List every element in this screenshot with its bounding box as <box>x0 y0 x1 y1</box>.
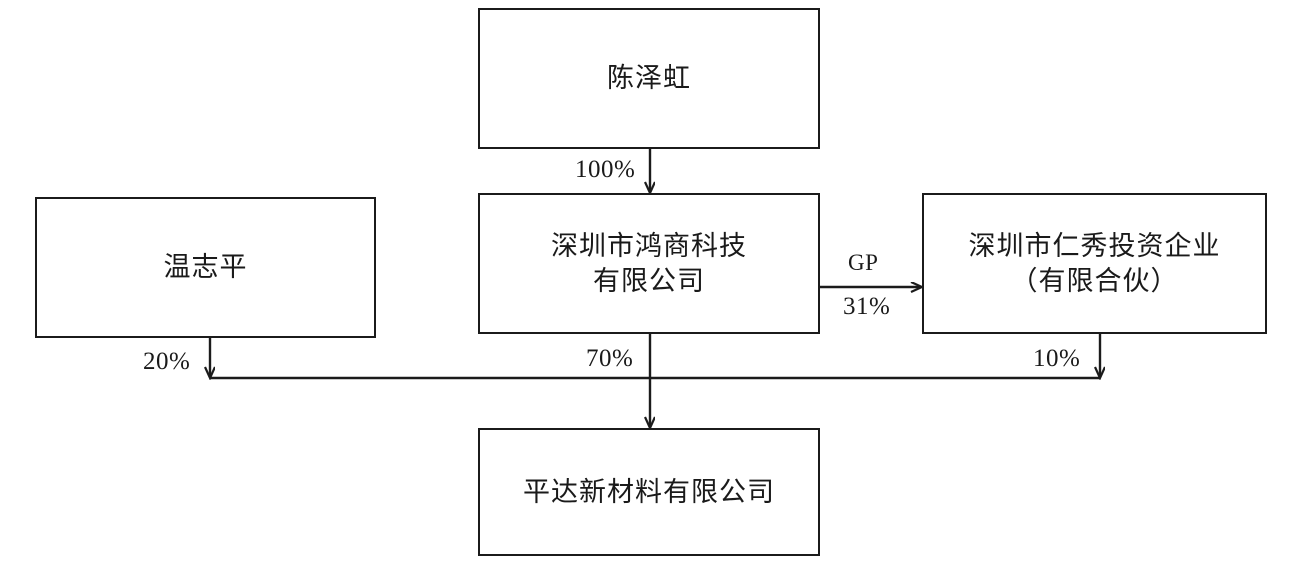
edge-label-top-to-center: 100% <box>575 156 636 183</box>
edge-label-center-to-right: 31% <box>843 293 891 320</box>
node-label: 温志平 <box>163 252 248 283</box>
node-shenzhen-hongshang-technology[interactable]: 深圳市鸿商科技 有限公司 <box>478 193 820 334</box>
node-shenzhen-renxiu-investment[interactable]: 深圳市仁秀投资企业 （有限合伙） <box>922 193 1267 334</box>
edge-label-right-to-bottom: 10% <box>1033 345 1081 372</box>
node-label: 深圳市仁秀投资企业 （有限合伙） <box>968 230 1221 296</box>
node-label: 平达新材料有限公司 <box>523 476 775 507</box>
edge-label-center-to-bottom: 70% <box>586 345 634 372</box>
edge-role-label-gp: GP <box>848 250 879 275</box>
node-chen-zehong[interactable]: 陈泽虹 <box>478 8 820 149</box>
node-label: 陈泽虹 <box>607 63 691 94</box>
node-wen-zhiping[interactable]: 温志平 <box>35 197 376 338</box>
node-pingda-new-materials[interactable]: 平达新材料有限公司 <box>478 428 820 556</box>
node-label: 深圳市鸿商科技 有限公司 <box>551 230 747 296</box>
edge-label-left-to-bottom: 20% <box>143 348 191 375</box>
